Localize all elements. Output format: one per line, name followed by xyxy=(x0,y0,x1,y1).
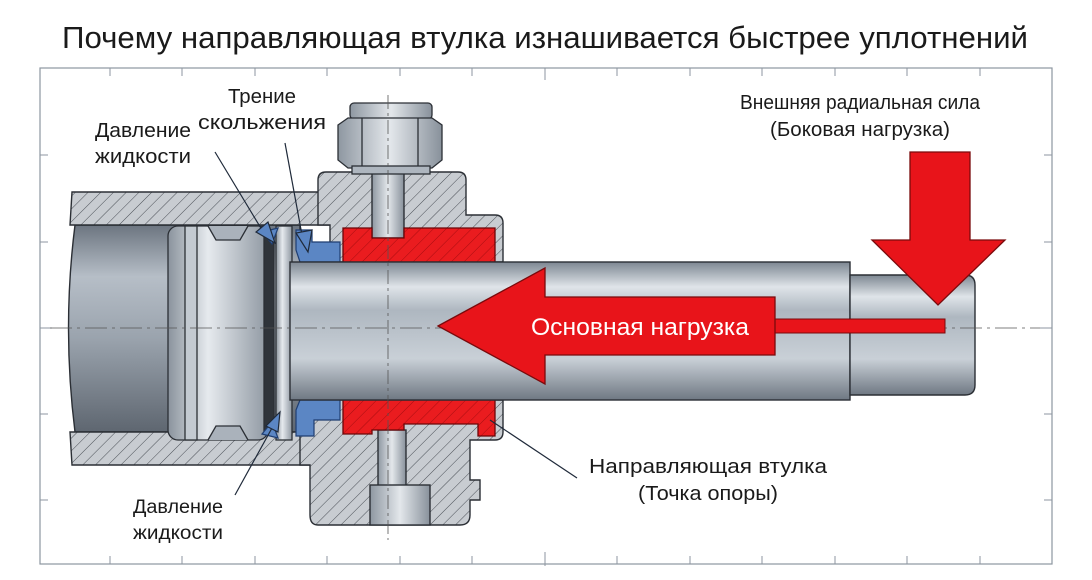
radial-force-label-line2: (Боковая нагрузка) xyxy=(770,119,950,141)
pressure-top-label-line2: жидкости xyxy=(95,146,191,168)
pressure-bottom-label-line2: жидкости xyxy=(133,523,223,544)
friction-label-line1: Трение xyxy=(228,86,296,108)
guide-bushing xyxy=(342,227,496,437)
main-load-label: Основная нагрузка xyxy=(531,314,750,341)
leader-arrows xyxy=(214,142,578,496)
guide-bushing-label-line1: Направляющая втулка xyxy=(589,456,828,478)
radial-force-label-line1: Внешняя радиальная сила xyxy=(740,92,981,114)
friction-label-line2: скольжения xyxy=(198,112,326,134)
piston xyxy=(167,225,293,441)
hex-nut xyxy=(337,102,443,175)
diagram-title: Почему направляющая втулка изнашивается … xyxy=(62,20,1028,55)
radial-force-arrow xyxy=(870,151,1007,306)
pressure-bottom-label-line1: Давление xyxy=(133,497,223,518)
pressure-top-label-line1: Давление xyxy=(95,120,191,142)
drawing-frame xyxy=(39,67,1053,566)
main-load-arrow xyxy=(436,266,946,386)
guide-bushing-label-line2: (Точка опоры) xyxy=(638,483,778,505)
